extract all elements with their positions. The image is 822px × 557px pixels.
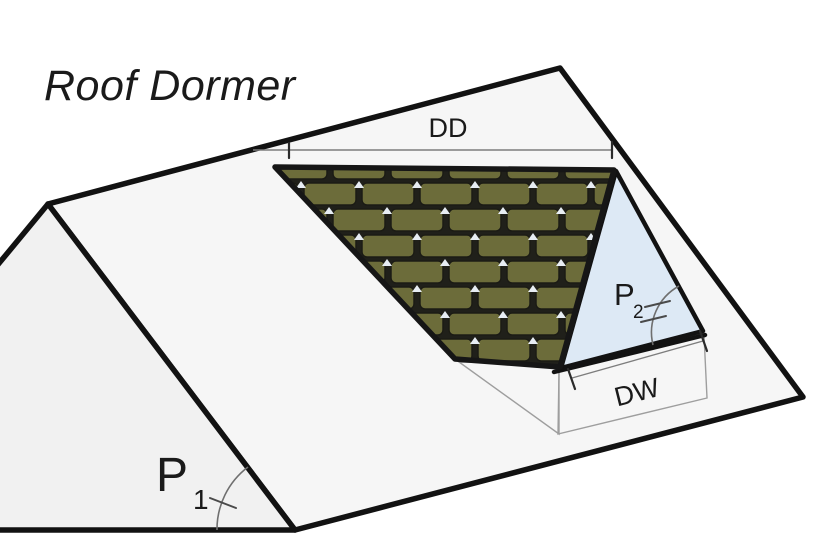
- dw-dimension-line: [571, 340, 704, 379]
- dimension-dd: DD: [253, 113, 614, 160]
- pitch-angle-p2: P 2: [614, 277, 680, 346]
- p2-hash-mark-2: [640, 315, 667, 323]
- p1-label: P 1: [156, 449, 209, 515]
- roof-gable-end: [0, 201, 298, 533]
- p2-hash-mark-1: [644, 300, 671, 308]
- page-title: Roof Dormer: [44, 62, 297, 110]
- dormer-shingle-roof: [272, 164, 617, 370]
- dw-left-tick: [566, 367, 577, 391]
- dw-right-tick: [698, 329, 709, 353]
- p1-hash-mark: [209, 497, 237, 509]
- pitch-angle-p1: P 1: [156, 449, 249, 531]
- dormer-wall-top-edge: [551, 332, 708, 375]
- p2-angle-arc: [650, 285, 680, 346]
- p2-label: P 2: [614, 277, 644, 323]
- dd-label: DD: [429, 113, 468, 143]
- p1-angle-arc: [216, 466, 249, 531]
